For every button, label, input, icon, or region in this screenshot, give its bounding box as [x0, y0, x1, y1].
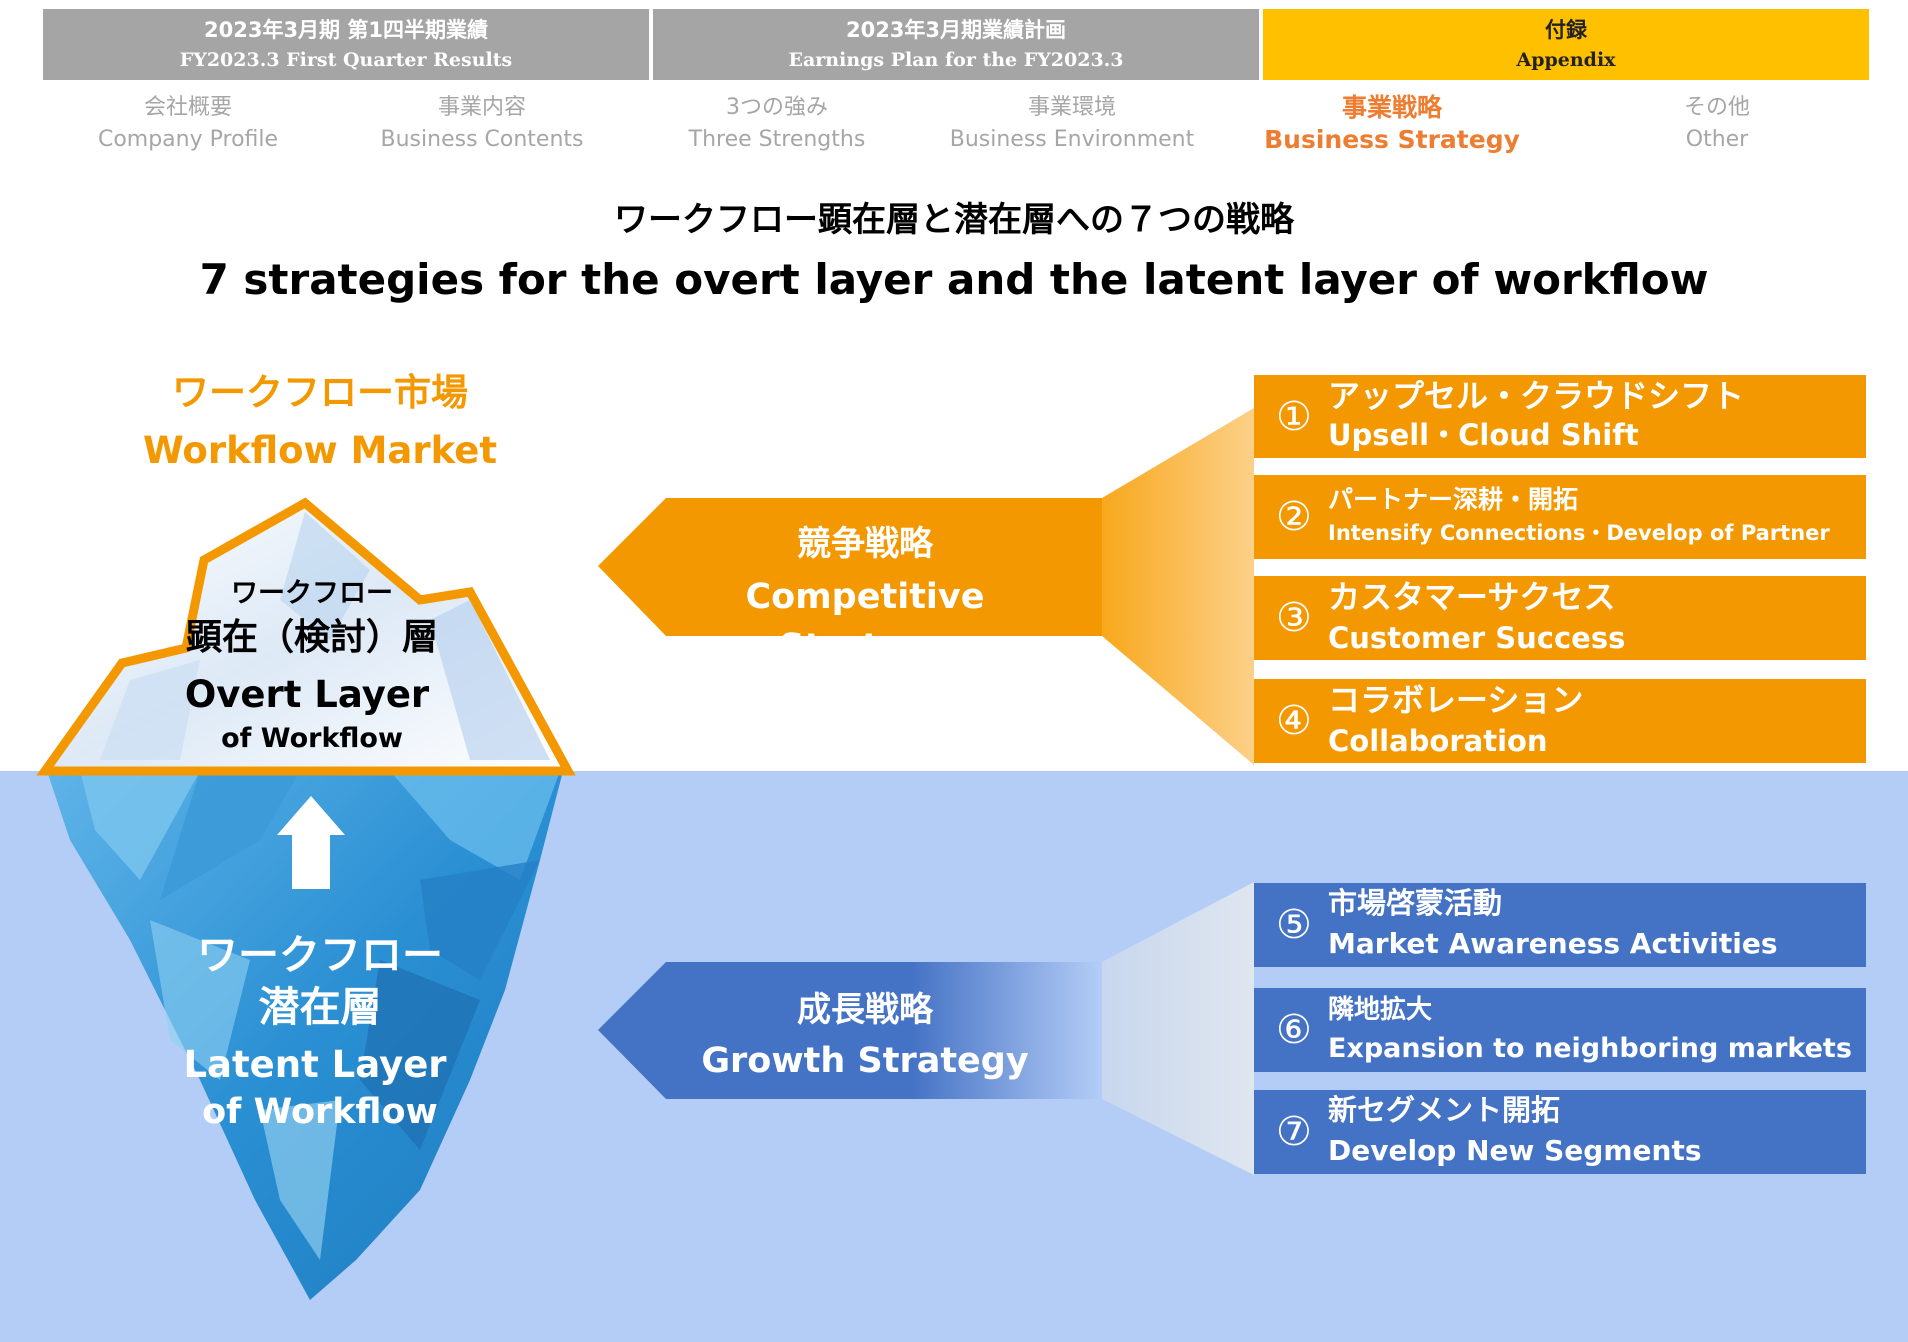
- overt-label-jp2: 顕在（検討）層: [185, 617, 438, 658]
- strategy-item-5: ⑤ 市場啓蒙活動 Market Awareness Activities: [1254, 883, 1866, 967]
- nav-business-strategy-jp: 事業戦略: [1341, 93, 1442, 122]
- strategy-item-4: ④ コラボレーション Collaboration: [1254, 679, 1866, 763]
- strategy-en-2: Intensify Connections・Develop of Partner: [1328, 521, 1830, 545]
- competitive-funnel: [1102, 408, 1254, 765]
- latent-label-en2: of Workflow: [202, 1092, 438, 1132]
- strategy-number-5: ⑤: [1276, 902, 1312, 948]
- strategy-number-7: ⑦: [1276, 1109, 1312, 1155]
- strategy-item-7: ⑦ 新セグメント開拓 Develop New Segments: [1254, 1090, 1866, 1174]
- market-label-en: Workflow Market: [142, 429, 498, 472]
- strategy-number-6: ⑥: [1276, 1007, 1312, 1053]
- iceberg-facet-2: [160, 771, 300, 900]
- strategy-jp-7: 新セグメント開拓: [1328, 1093, 1561, 1127]
- strategy-en-1: Upsell・Cloud Shift: [1328, 418, 1639, 452]
- iceberg-facet-5: [360, 960, 480, 1150]
- latent-label-jp1: ワークフロー: [197, 931, 443, 979]
- nav-business-strategy[interactable]: 事業戦略 Business Strategy: [1247, 92, 1537, 156]
- strategy-jp-3: カスタマーサクセス: [1328, 578, 1616, 616]
- iceberg-facet-7: [420, 860, 540, 980]
- iceberg-overt-shade-2: [100, 660, 200, 760]
- page-title-jp: ワークフロー顕在層と潜在層への７つの戦略: [614, 200, 1294, 240]
- iceberg-overt-shade-1: [280, 512, 370, 640]
- nav-company-profile-jp: 会社概要: [143, 95, 232, 120]
- strategy-number-2: ②: [1276, 494, 1312, 540]
- nav-three-strengths-jp: 3つの強み: [726, 95, 828, 120]
- competitive-strategy-en: Competitive Strategy: [745, 577, 985, 667]
- strategy-number-1: ①: [1276, 393, 1312, 440]
- strategy-item-6: ⑥ 隣地拡大 Expansion to neighboring markets: [1254, 988, 1866, 1072]
- overt-label-en2: of Workflow: [221, 723, 403, 754]
- tab-earnings-plan-jp: 2023年3月期業績計画: [845, 17, 1067, 42]
- nav-company-profile[interactable]: 会社概要 Company Profile: [43, 92, 333, 156]
- iceberg-overt-shade-3: [430, 600, 550, 760]
- strategy-en-6: Expansion to neighboring markets: [1328, 1033, 1852, 1064]
- iceberg-facet-1: [80, 771, 200, 880]
- strategy-en-7: Develop New Segments: [1328, 1134, 1702, 1167]
- page-title-en: 7 strategies for the overt layer and the…: [199, 255, 1709, 304]
- strategy-number-4: ④: [1276, 698, 1312, 744]
- growth-funnel: [1102, 882, 1254, 1175]
- tab-appendix[interactable]: 付録 Appendix: [1263, 9, 1869, 80]
- nav-business-contents[interactable]: 事業内容 Business Contents: [337, 92, 627, 156]
- competitive-strategy-jp: 競争戦略: [797, 524, 933, 564]
- strategy-en-4: Collaboration: [1328, 724, 1548, 758]
- growth-strategy-arrow: [598, 962, 1102, 1099]
- latent-label-jp2: 潜在層: [258, 983, 382, 1031]
- market-label-jp: ワークフロー市場: [172, 371, 468, 414]
- overt-label-jp1: ワークフロー: [231, 578, 393, 609]
- up-arrow-icon: [277, 796, 345, 889]
- tab-q1-results-jp: 2023年3月期 第1四半期業績: [204, 17, 488, 42]
- strategy-jp-5: 市場啓蒙活動: [1328, 886, 1503, 920]
- tab-q1-results[interactable]: 2023年3月期 第1四半期業績 FY2023.3 First Quarter …: [43, 9, 649, 80]
- nav-business-contents-en: Business Contents: [380, 127, 584, 152]
- strategy-en-5: Market Awareness Activities: [1328, 927, 1778, 960]
- nav-three-strengths-en: Three Strengths: [688, 127, 866, 152]
- nav-three-strengths[interactable]: 3つの強み Three Strengths: [632, 92, 922, 156]
- nav-other-jp: その他: [1683, 95, 1750, 120]
- growth-strategy-jp: 成長戦略: [797, 990, 933, 1030]
- growth-strategy-en: Growth Strategy: [701, 1041, 1029, 1081]
- nav-other[interactable]: その他 Other: [1572, 92, 1862, 156]
- strategy-number-3: ③: [1276, 595, 1312, 641]
- nav-business-contents-jp: 事業内容: [437, 95, 526, 120]
- strategy-jp-1: アップセル・クラウドシフト: [1328, 377, 1745, 415]
- nav-business-environment-jp: 事業環境: [1027, 95, 1116, 120]
- nav-business-environment[interactable]: 事業環境 Business Environment: [927, 92, 1217, 156]
- strategy-en-3: Customer Success: [1328, 621, 1626, 655]
- tab-earnings-plan-en: Earnings Plan for the FY2023.3: [788, 48, 1124, 71]
- strategy-jp-4: コラボレーション: [1328, 681, 1584, 719]
- nav-company-profile-en: Company Profile: [97, 127, 279, 152]
- overt-label-en1: Overt Layer: [184, 673, 430, 716]
- iceberg-facet-6: [260, 1100, 340, 1260]
- strategy-item-3: ③ カスタマーサクセス Customer Success: [1254, 576, 1866, 660]
- strategy-item-1: ① アップセル・クラウドシフト Upsell・Cloud Shift: [1254, 375, 1866, 458]
- nav-business-environment-en: Business Environment: [949, 127, 1195, 152]
- tab-appendix-jp: 付録: [1545, 17, 1587, 42]
- nav-other-en: Other: [1685, 127, 1749, 152]
- iceberg-facet-3: [390, 771, 560, 880]
- strategy-item-2: ② パートナー深耕・開拓 Intensify Connections・Devel…: [1254, 475, 1866, 559]
- nav-business-strategy-en: Business Strategy: [1264, 125, 1520, 154]
- tab-q1-results-en: FY2023.3 First Quarter Results: [179, 48, 513, 71]
- tab-appendix-en: Appendix: [1516, 48, 1616, 71]
- competitive-strategy-arrow: [598, 498, 1102, 636]
- strategy-jp-2: パートナー深耕・開拓: [1328, 485, 1579, 514]
- iceberg-facet-4: [150, 920, 250, 1080]
- latent-label-en1: Latent Layer: [183, 1043, 447, 1086]
- tab-earnings-plan[interactable]: 2023年3月期業績計画 Earnings Plan for the FY202…: [653, 9, 1259, 80]
- strategy-jp-6: 隣地拡大: [1328, 995, 1433, 1025]
